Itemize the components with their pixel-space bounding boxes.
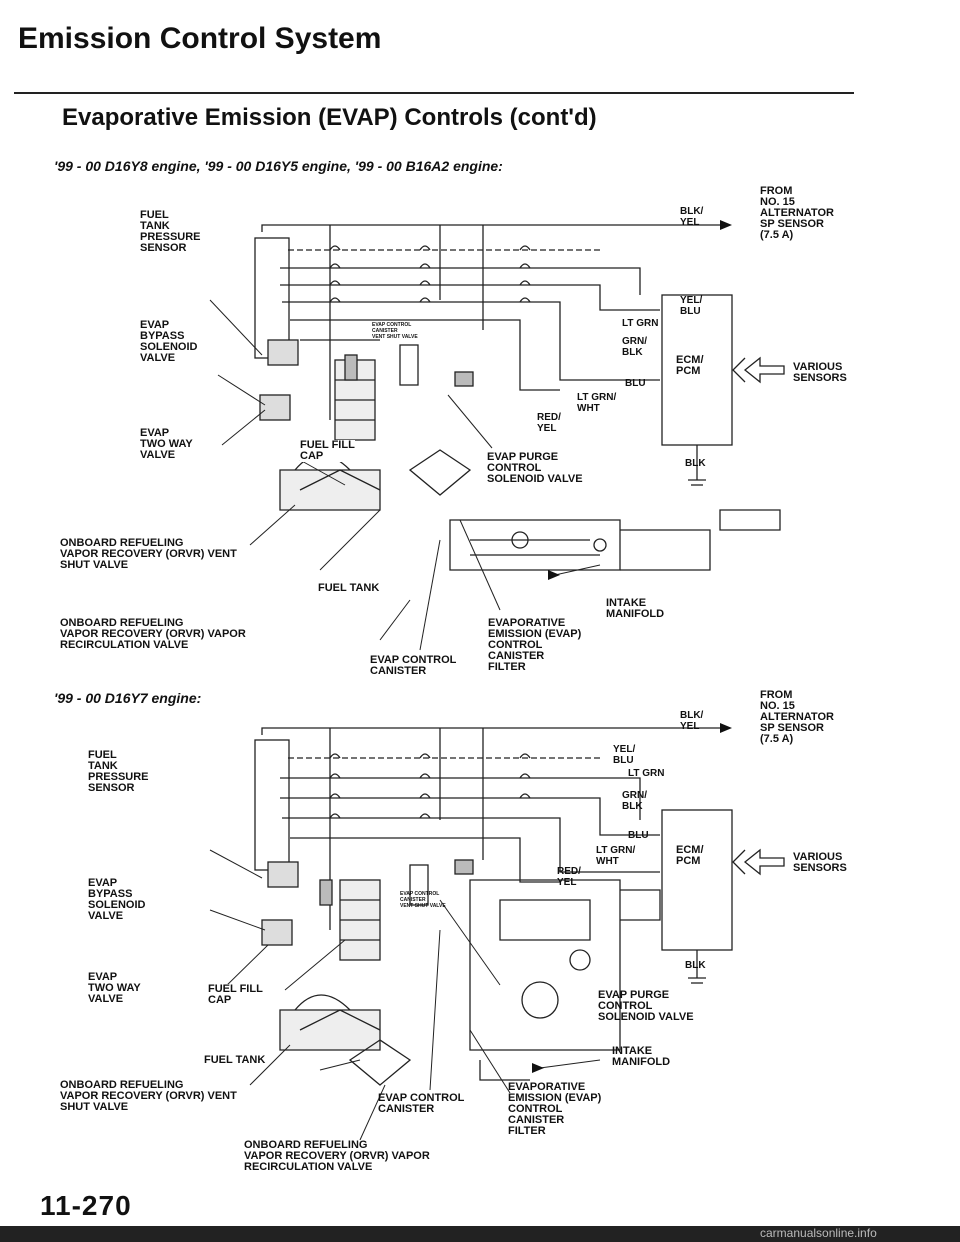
d1-fuel-tank-pressure-sensor-label: FUEL TANK PRESSURE SENSOR bbox=[140, 209, 201, 254]
d2-wire-red-yel: RED/ YEL bbox=[557, 866, 581, 888]
d1-from-fuse-label: From No. 15 ALTERNATOR SP SENSOR (7.5 A) bbox=[760, 185, 834, 241]
d1-wire-lt-grn-wht: LT GRN/ WHT bbox=[577, 392, 617, 414]
d2-wire-blk: BLK bbox=[685, 960, 706, 971]
d2-vent-valve-tag: EVAP CONTROL bbox=[400, 891, 439, 897]
d2-fuel-fill-cap-label: FUEL FILL CAP bbox=[208, 983, 263, 1006]
d1-wire-grn-blk: GRN/ BLK bbox=[622, 336, 647, 358]
diagram2-components bbox=[254, 739, 661, 1086]
d2-fuel-tank-label: FUEL TANK bbox=[204, 1054, 266, 1066]
arrowheads bbox=[532, 220, 732, 1073]
section-subtitle: Evaporative Emission (EVAP) Controls (co… bbox=[62, 104, 597, 131]
d1-wire-red-yel: RED/ YEL bbox=[537, 412, 561, 434]
d2-wire-lt-grn: LT GRN bbox=[628, 768, 665, 779]
d2-vent-valve-tag3: VENT SHUT VALVE bbox=[400, 903, 446, 909]
d1-intake-manifold-label: INTAKE MANIFOLD bbox=[606, 597, 665, 620]
d2-evap-purge-solenoid-label: EVAP PURGE CONTROL SOLENOID VALVE bbox=[598, 989, 694, 1023]
d1-evap-two-way-valve-label: EVAP TWO WAY VALVE bbox=[140, 427, 193, 461]
d1-evap-bypass-solenoid-label: EVAP BYPASS SOLENOID VALVE bbox=[140, 319, 198, 364]
d2-intake-manifold-label: INTAKE MANIFOLD bbox=[612, 1045, 671, 1068]
d1-vent-valve-tag3: VENT SHUT VALVE bbox=[372, 334, 418, 340]
d1-vent-valve-tag: EVAP CONTROL bbox=[372, 322, 411, 328]
d2-from-fuse-label: From No. 15 ALTERNATOR SP SENSOR (7.5 A) bbox=[760, 689, 834, 745]
page-number: 11-270 bbox=[40, 1190, 132, 1221]
d2-orvr-vent-shut-valve-label: ONBOARD REFUELING VAPOR RECOVERY (ORVR) … bbox=[60, 1079, 237, 1113]
diagram1-wiring bbox=[261, 224, 785, 486]
diagram2-leaders bbox=[209, 849, 601, 1141]
d2-ecm-pcm-label: ECM/ PCM bbox=[676, 844, 704, 867]
page-title: Emission Control System bbox=[18, 22, 382, 55]
d1-evap-control-canister-label: EVAP CONTROL CANISTER bbox=[370, 654, 457, 677]
d1-vent-valve-tag2: CANISTER bbox=[372, 328, 398, 334]
d2-wire-yel-blu: YEL/ BLU bbox=[613, 744, 636, 766]
d1-evap-purge-solenoid-label: EVAP PURGE CONTROL SOLENOID VALVE bbox=[487, 451, 583, 485]
d1-fuel-fill-cap-label: FUEL FILL CAP bbox=[300, 439, 355, 462]
d2-wire-grn-blk: GRN/ BLK bbox=[622, 790, 647, 812]
d2-evap-two-way-valve-label: EVAP TWO WAY VALVE bbox=[88, 971, 141, 1005]
d1-wire-blu: BLU bbox=[625, 378, 646, 389]
d2-wire-lt-grn-wht: LT GRN/ WHT bbox=[596, 845, 636, 867]
d2-vent-valve-tag2: CANISTER bbox=[400, 897, 426, 903]
diagram1-engine-label: '99 - 00 D16Y8 engine, '99 - 00 D16Y5 en… bbox=[54, 158, 503, 174]
footer-bar bbox=[0, 1226, 960, 1242]
d1-wire-lt-grn: LT GRN bbox=[622, 318, 659, 329]
d2-wire-blu: BLU bbox=[628, 830, 649, 841]
d1-wire-blk-yel: BLK/ YEL bbox=[680, 206, 704, 228]
d1-orvr-vent-shut-valve-label: ONBOARD REFUELING VAPOR RECOVERY (ORVR) … bbox=[60, 537, 237, 571]
d2-evap-bypass-solenoid-label: EVAP BYPASS SOLENOID VALVE bbox=[88, 877, 146, 922]
d1-fuel-tank-label: FUEL TANK bbox=[318, 582, 380, 594]
d1-various-sensors-label: VARIOUS SENSORS bbox=[793, 361, 847, 384]
d1-wire-yel-blu: YEL/ BLU bbox=[680, 295, 703, 317]
d2-evap-canister-filter-label: EVAPORATIVE EMISSION (EVAP) CONTROL CANI… bbox=[508, 1081, 602, 1137]
d1-ecm-pcm-label: ECM/ PCM bbox=[676, 354, 704, 377]
diagram2-engine-label: '99 - 00 D16Y7 engine: bbox=[54, 690, 202, 706]
watermark: carmanualsonline.info bbox=[760, 1226, 877, 1240]
diagram1-leaders bbox=[209, 299, 601, 651]
d2-evap-control-canister-label: EVAP CONTROL CANISTER bbox=[378, 1092, 465, 1115]
d2-orvr-recirc-valve-label: ONBOARD REFUELING VAPOR RECOVERY (ORVR) … bbox=[244, 1139, 430, 1173]
diagram1-components bbox=[254, 237, 781, 571]
d2-wire-blk-yel: BLK/ YEL bbox=[680, 710, 704, 732]
d1-wire-blk: BLK bbox=[685, 458, 706, 469]
d2-various-sensors-label: VARIOUS SENSORS bbox=[793, 851, 847, 874]
d1-orvr-recirc-valve-label: ONBOARD REFUELING VAPOR RECOVERY (ORVR) … bbox=[60, 617, 246, 651]
d2-fuel-tank-pressure-sensor-label: FUEL TANK PRESSURE SENSOR bbox=[88, 749, 149, 794]
d1-evap-canister-filter-label: EVAPORATIVE EMISSION (EVAP) CONTROL CANI… bbox=[488, 617, 582, 673]
header-rule bbox=[14, 92, 854, 94]
